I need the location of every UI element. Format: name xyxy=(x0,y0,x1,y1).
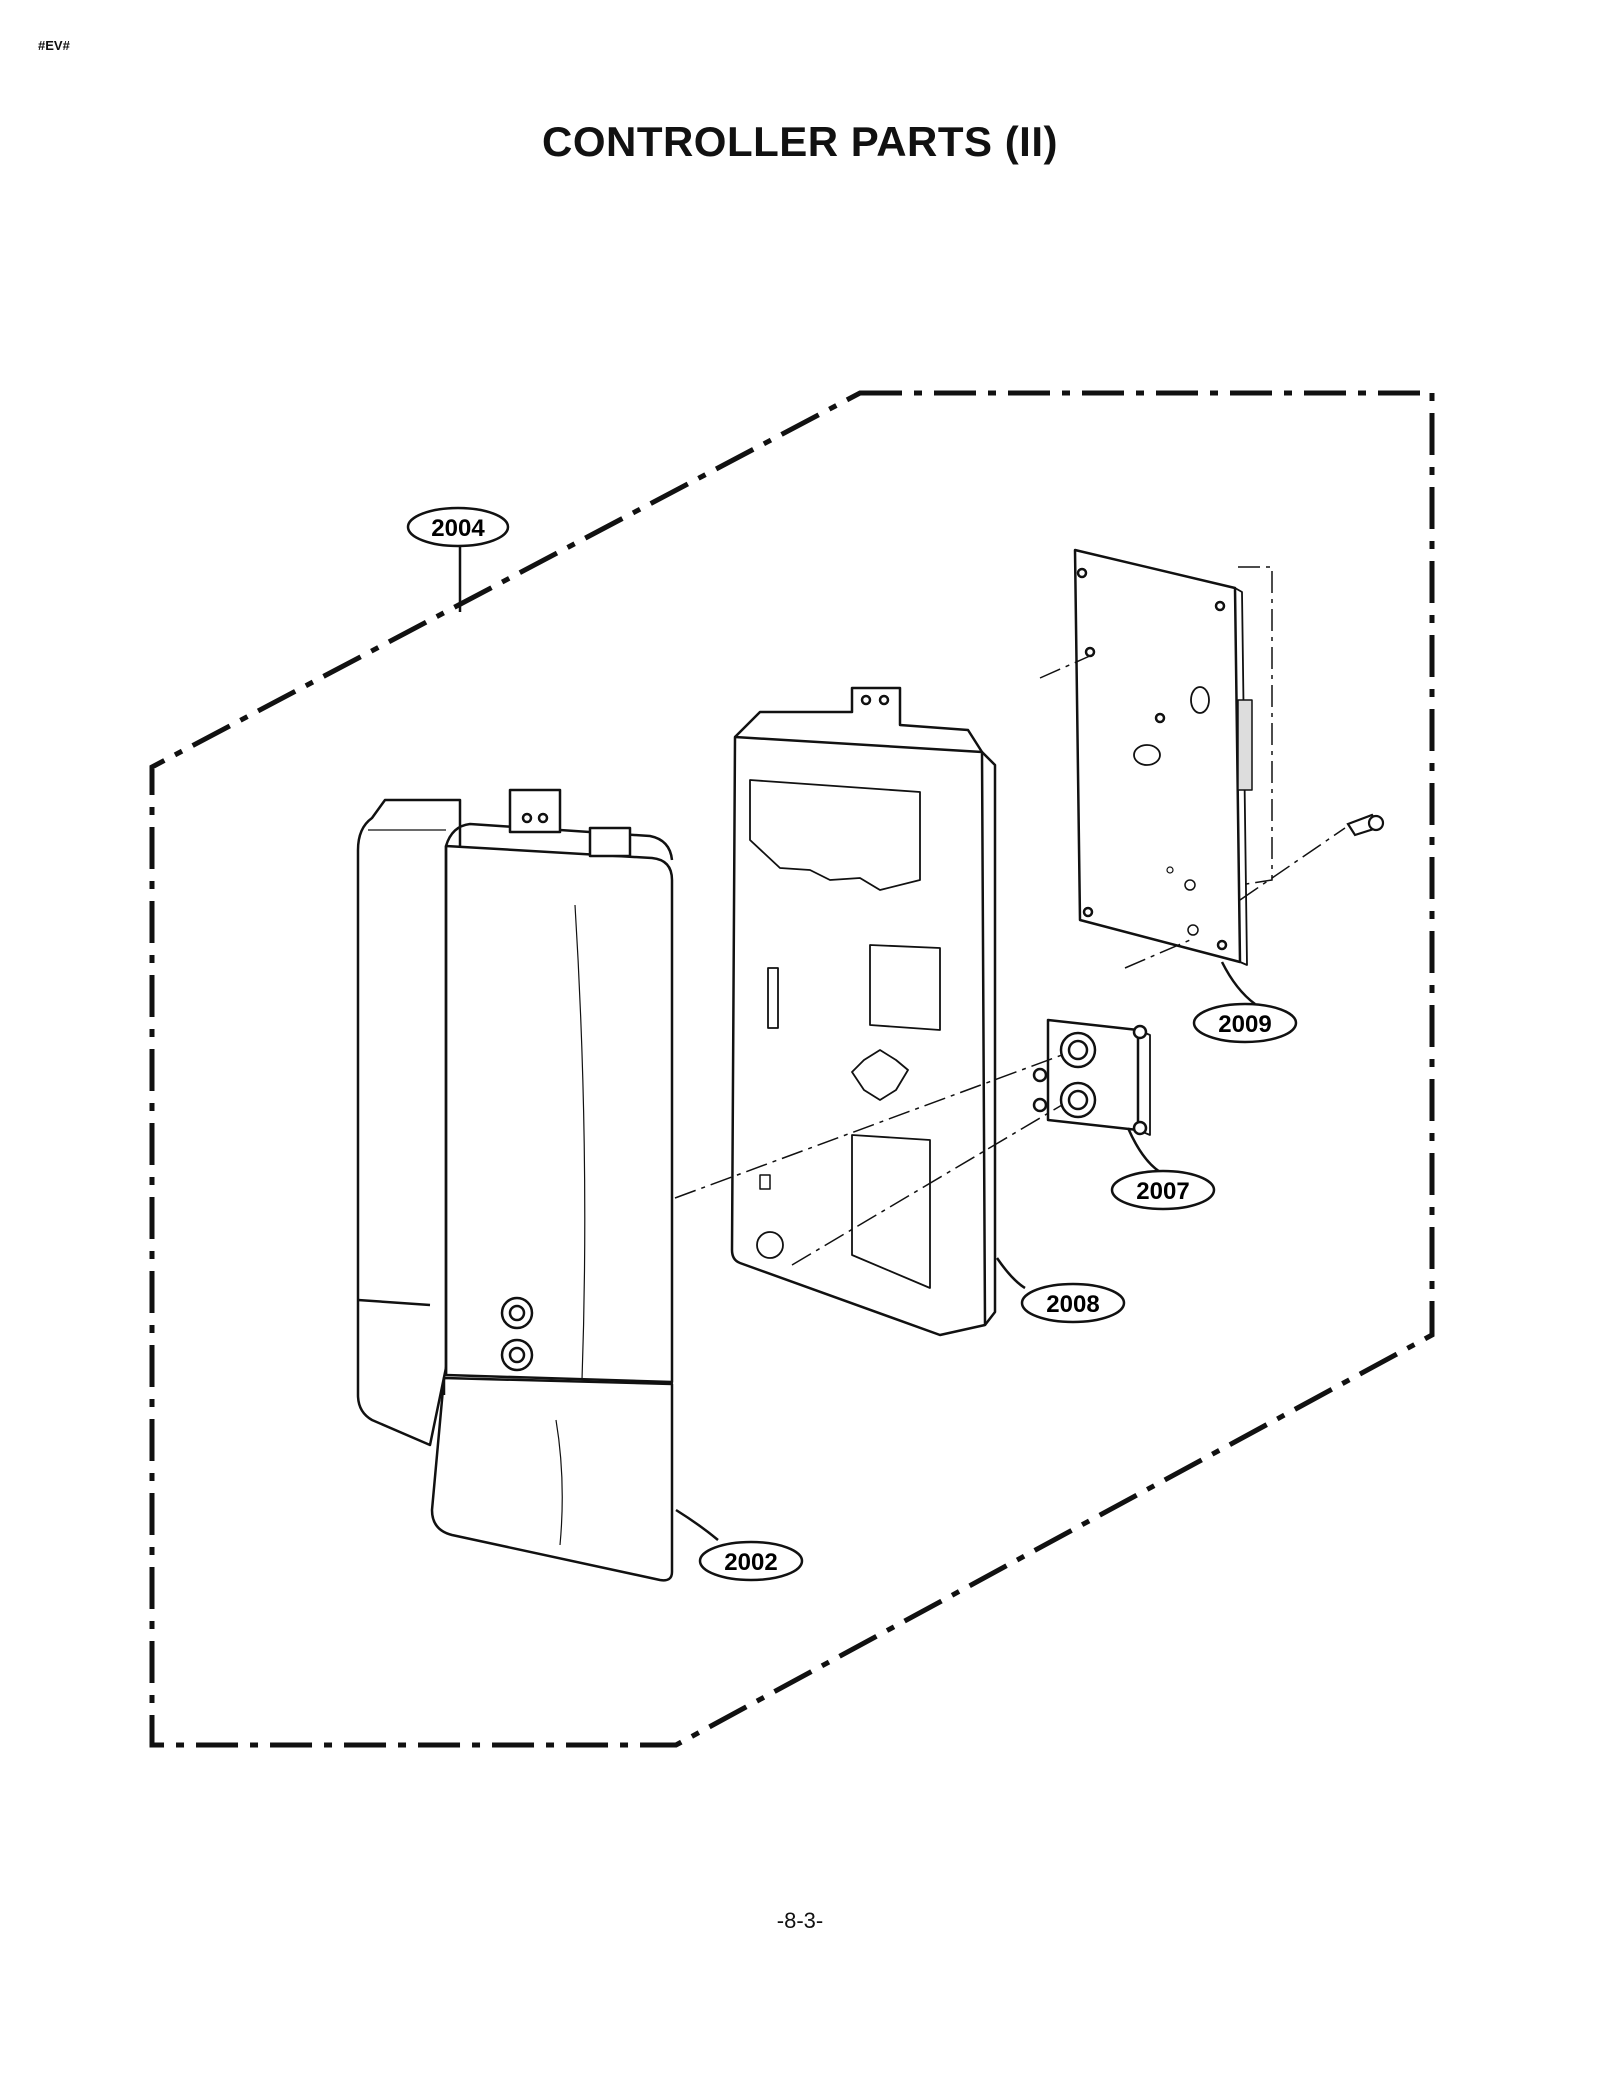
callout-label: 2009 xyxy=(1218,1011,1271,1038)
callout-label: 2007 xyxy=(1136,1178,1189,1205)
callout-label: 2008 xyxy=(1046,1291,1099,1318)
button-holder-part xyxy=(1032,1018,1151,1136)
alignment-lines xyxy=(674,566,1346,1266)
callout-2002: 2002 xyxy=(675,1508,804,1582)
assembly-boundary xyxy=(149,390,1435,1748)
callout-2007: 2007 xyxy=(1110,1127,1216,1211)
page-number: -8-3- xyxy=(776,1908,824,1933)
callout-label: 2004 xyxy=(431,515,485,542)
callout-2008: 2008 xyxy=(995,1257,1126,1324)
callout-2004: 2004 xyxy=(406,506,510,612)
callout-label: 2002 xyxy=(724,1549,777,1576)
screw-part xyxy=(1346,813,1385,837)
controller-case-part xyxy=(730,686,997,1337)
pcb-part xyxy=(1073,548,1253,966)
document-code: #EV# xyxy=(38,38,70,53)
callout-2009: 2009 xyxy=(1192,961,1298,1044)
page-title: CONTROLLER PARTS (II) xyxy=(541,118,1059,165)
front-cover-part xyxy=(356,788,674,1582)
